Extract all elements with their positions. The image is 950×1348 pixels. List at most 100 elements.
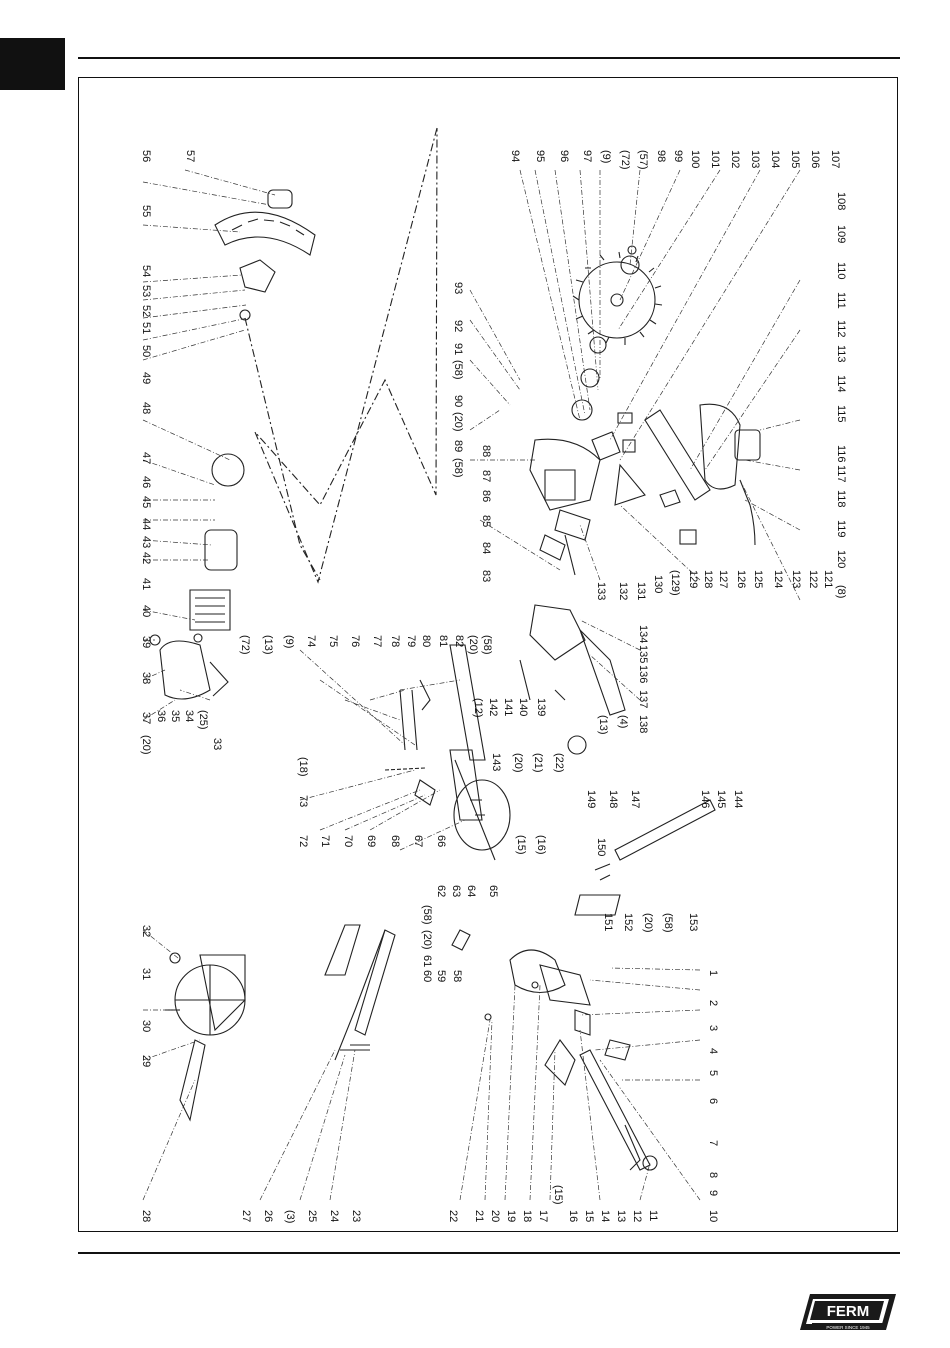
- callout-85: 85: [480, 515, 492, 527]
- turntable-drawing: [384, 767, 511, 851]
- callout-14: 14: [599, 1210, 611, 1222]
- callout-p58p: (58): [452, 360, 464, 380]
- callout-99: 99: [672, 150, 684, 162]
- callout-p3p: (3): [284, 1210, 296, 1223]
- callout-88: 88: [480, 445, 492, 457]
- callout-27: 27: [240, 1210, 252, 1222]
- callout-130: 130: [652, 575, 664, 593]
- callout-67: 67: [412, 835, 424, 847]
- callout-29: 29: [140, 1055, 152, 1067]
- callout-119: 119: [835, 520, 847, 538]
- callout-53: 53: [140, 285, 152, 297]
- rail-drawing: [399, 644, 496, 861]
- callout-p8p: (8): [835, 585, 847, 598]
- callout-144: 144: [732, 790, 744, 808]
- callout-20: 20: [489, 1210, 501, 1222]
- callout-16: 16: [567, 1210, 579, 1222]
- callout-63: 63: [450, 885, 462, 897]
- callout-123: 123: [790, 570, 802, 588]
- callout-22: 22: [447, 1210, 459, 1222]
- callout-61: 61: [421, 955, 433, 967]
- callout-139: 139: [535, 698, 547, 716]
- callout-39: 39: [140, 636, 152, 648]
- callout-17: 17: [537, 1210, 549, 1222]
- callout-58: 58: [451, 970, 463, 982]
- callout-p22p: (22): [553, 753, 565, 773]
- callout-81: 81: [437, 635, 449, 647]
- callout-p20p: (20): [512, 753, 524, 773]
- callout-96: 96: [558, 150, 570, 162]
- callout-120: 120: [835, 550, 847, 568]
- callout-47: 47: [140, 452, 152, 464]
- callout-p58p: (58): [452, 458, 464, 478]
- blade-guard-drawing: [214, 189, 316, 321]
- callout-p20p: (20): [452, 412, 464, 432]
- callout-131: 131: [635, 582, 647, 600]
- callout-84: 84: [480, 542, 492, 554]
- callout-p58p: (58): [421, 905, 433, 925]
- callout-86: 86: [480, 490, 492, 502]
- callout-70: 70: [342, 835, 354, 847]
- zigzag-guide: [254, 127, 438, 584]
- callout-91: 91: [452, 343, 464, 355]
- callout-p9p: (9): [600, 150, 612, 163]
- callout-59: 59: [435, 970, 447, 982]
- callout-37: 37: [140, 712, 152, 724]
- callout-10: 10: [707, 1210, 719, 1222]
- callout-108: 108: [835, 192, 847, 210]
- callout-150: 150: [595, 838, 607, 856]
- callout-147: 147: [629, 790, 641, 808]
- callout-100: 100: [689, 150, 701, 168]
- callout-52: 52: [140, 305, 152, 317]
- callout-97: 97: [581, 150, 593, 162]
- callout-135: 135: [637, 645, 649, 663]
- callout-56: 56: [140, 150, 152, 162]
- callout-121: 121: [822, 570, 834, 588]
- callout-134: 134: [637, 625, 649, 643]
- callout-45: 45: [140, 496, 152, 508]
- callout-40: 40: [140, 605, 152, 617]
- callout-141: 141: [502, 698, 514, 716]
- logo-text: FERM: [827, 1303, 870, 1320]
- callout-p13p: (13): [262, 635, 274, 655]
- callout-132: 132: [617, 582, 629, 600]
- callout-79: 79: [405, 635, 417, 647]
- callout-60: 60: [421, 970, 433, 982]
- callout-42: 42: [140, 552, 152, 564]
- callout-143: 143: [490, 753, 502, 771]
- callout-44: 44: [140, 518, 152, 530]
- callout-98: 98: [655, 150, 667, 162]
- callout-146: 146: [699, 790, 711, 808]
- callout-46: 46: [140, 476, 152, 488]
- callout-145: 145: [715, 790, 727, 808]
- callout-116: 116: [835, 445, 847, 463]
- callout-38: 38: [140, 672, 152, 684]
- callout-72: 72: [297, 835, 309, 847]
- callout-136: 136: [637, 665, 649, 683]
- callout-103: 103: [749, 150, 761, 168]
- callout-82: 82: [453, 635, 465, 647]
- callout-19: 19: [505, 1210, 517, 1222]
- callout-55: 55: [140, 205, 152, 217]
- callout-105: 105: [789, 150, 801, 168]
- callout-15: 15: [583, 1210, 595, 1222]
- callout-92: 92: [452, 320, 464, 332]
- callout-p20p: (20): [642, 913, 654, 933]
- callout-133: 133: [595, 582, 607, 600]
- motor-drawing: [149, 453, 245, 700]
- callout-11: 11: [647, 1210, 659, 1221]
- callout-p20p: (20): [421, 930, 433, 950]
- logo-tagline: POWER SINCE 1945: [826, 1325, 870, 1330]
- callout-93: 93: [452, 282, 464, 294]
- callout-122: 122: [807, 570, 819, 588]
- callout-69: 69: [365, 835, 377, 847]
- callout-113: 113: [835, 345, 847, 363]
- callout-112: 112: [835, 320, 847, 338]
- callout-p58p: (58): [481, 635, 493, 655]
- callout-87: 87: [480, 470, 492, 482]
- callout-115: 115: [835, 405, 847, 423]
- callout-31: 31: [140, 968, 152, 980]
- callout-43: 43: [140, 536, 152, 548]
- guide-line: [244, 317, 321, 581]
- base-center-drawing: [451, 929, 658, 1171]
